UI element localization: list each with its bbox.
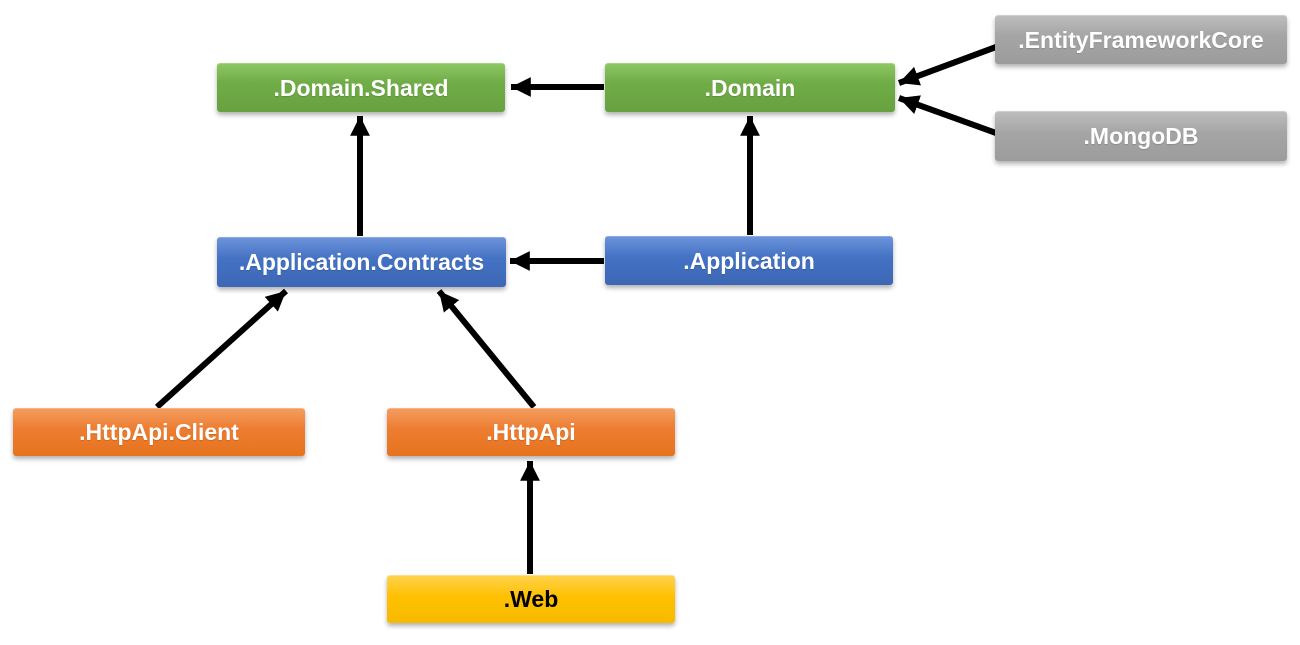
node-application-contracts: .Application.Contracts [217,237,506,287]
node-label: .MongoDB [1083,123,1199,149]
node-domain: .Domain [605,63,895,112]
node-domain-shared: .Domain.Shared [217,63,505,112]
node-label: .HttpApi.Client [79,419,239,445]
edge-httpapi-client-to-application-contracts [154,288,289,410]
node-label: .Web [503,586,559,612]
node-application: .Application [605,236,893,285]
node-web: .Web [387,575,675,623]
node-mongodb: .MongoDB [995,111,1287,161]
node-label: .Application [683,247,815,274]
node-httpapi: .HttpApi [387,408,675,456]
edge-entity-framework-core-to-domain [897,44,998,86]
node-label: .HttpApi [486,419,576,445]
node-httpapi-client: .HttpApi.Client [13,408,305,456]
node-label: .EntityFrameworkCore [1018,26,1264,53]
node-entity-framework-core: .EntityFrameworkCore [995,15,1287,64]
edge-httpapi-to-application-contracts [436,289,537,409]
edge-mongodb-to-domain [897,95,998,136]
node-label: .Domain.Shared [273,74,449,101]
node-label: .Domain [704,74,796,101]
node-label: .Application.Contracts [238,249,485,275]
